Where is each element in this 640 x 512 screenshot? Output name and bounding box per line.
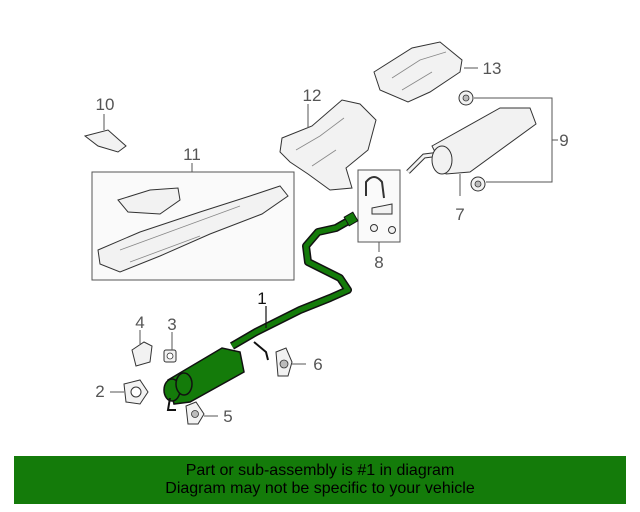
part-11-heat-shield-group[interactable]	[91, 163, 295, 281]
callout-11: 11	[183, 145, 201, 164]
callout-2: 2	[95, 382, 104, 401]
part-7-rear-muffler[interactable]	[406, 107, 537, 196]
callout-12: 12	[303, 86, 322, 105]
banner-line-2: Diagram may not be specific to your vehi…	[165, 480, 475, 497]
callout-7: 7	[455, 205, 464, 224]
part-9-muffler-hangers[interactable]	[458, 90, 558, 192]
callout-3: 3	[167, 315, 176, 334]
part-8-hardware-kit[interactable]	[357, 169, 401, 252]
part-4-connector[interactable]	[131, 330, 153, 367]
exhaust-system-diagram: 1 2 3 4 5 6 7 8 9 10 11 12 13	[83, 41, 569, 426]
callout-1: 1	[257, 289, 266, 308]
callout-9: 9	[559, 131, 568, 150]
part-3-nut[interactable]	[163, 332, 177, 363]
callout-4: 4	[135, 313, 144, 332]
part-5-hanger[interactable]	[185, 401, 218, 425]
part-1-intermediate-pipe[interactable]	[163, 211, 359, 411]
part-12-front-heat-shield[interactable]	[279, 99, 377, 191]
banner-line-1: Part or sub-assembly is #1 in diagram	[185, 462, 455, 479]
part-6-hanger[interactable]	[275, 347, 306, 377]
callout-5: 5	[223, 407, 232, 426]
diagram-notice-banner: Part or sub-assembly is #1 in diagram Di…	[14, 456, 626, 504]
callout-8: 8	[374, 253, 383, 272]
callout-6: 6	[313, 355, 322, 374]
callout-10: 10	[96, 95, 115, 114]
part-2-gasket[interactable]	[110, 379, 149, 405]
callout-13: 13	[483, 59, 502, 78]
part-10-bracket[interactable]	[83, 114, 127, 153]
part-13-rear-heat-shield[interactable]	[373, 41, 478, 103]
